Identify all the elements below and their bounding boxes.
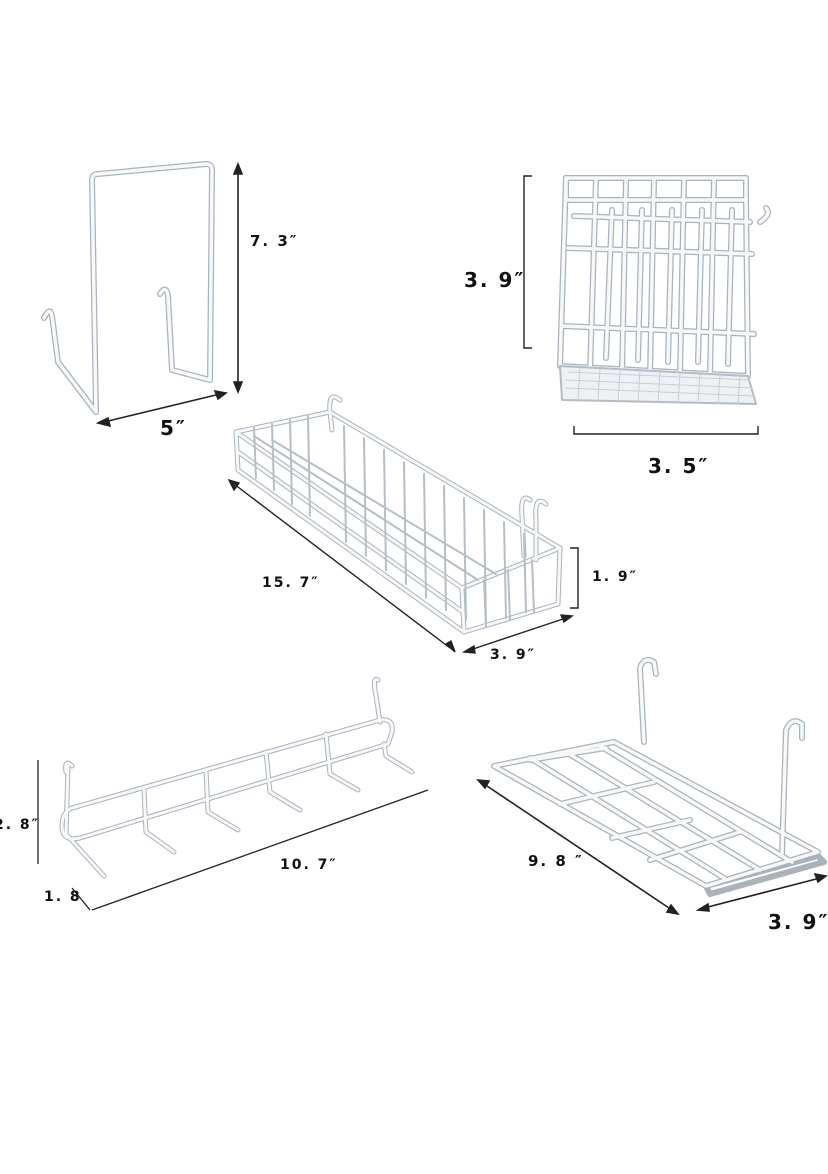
long-basket-height-label: 1. 9″ — [592, 569, 638, 585]
long-basket-depth-label: 3. 9″ — [490, 647, 536, 663]
flat-shelf-image — [491, 657, 827, 897]
hook-rail-image — [59, 676, 415, 879]
hook-rail-height-label: 2. 8″ — [0, 817, 40, 833]
wall-hook-width-label: 5″ — [160, 416, 187, 440]
wall-hook-height-label: 7. 3″ — [250, 232, 299, 250]
wall-hook-image — [41, 161, 215, 415]
cup-basket-image — [557, 175, 771, 405]
flat-shelf-width-label: 3. 9″ — [768, 910, 828, 934]
long-basket-image — [233, 394, 563, 635]
long-basket-length-label: 15. 7″ — [262, 575, 320, 591]
wall-hook-dimension-lines — [95, 161, 244, 428]
cup-basket-dimension-lines — [523, 175, 759, 435]
long-basket-dimension-lines — [227, 478, 579, 654]
flat-shelf-length-label: 9. 8 ″ — [528, 852, 584, 870]
hook-rail-dimension-lines — [37, 760, 429, 911]
cup-basket-width-label: 3. 5″ — [648, 454, 710, 478]
hook-rail-length-label: 10. 7″ — [280, 857, 338, 873]
flat-shelf-dimension-lines — [476, 779, 828, 916]
hook-rail-depth-label: 1. 8 — [44, 889, 82, 905]
cup-basket-height-label: 3. 9″ — [464, 268, 526, 292]
